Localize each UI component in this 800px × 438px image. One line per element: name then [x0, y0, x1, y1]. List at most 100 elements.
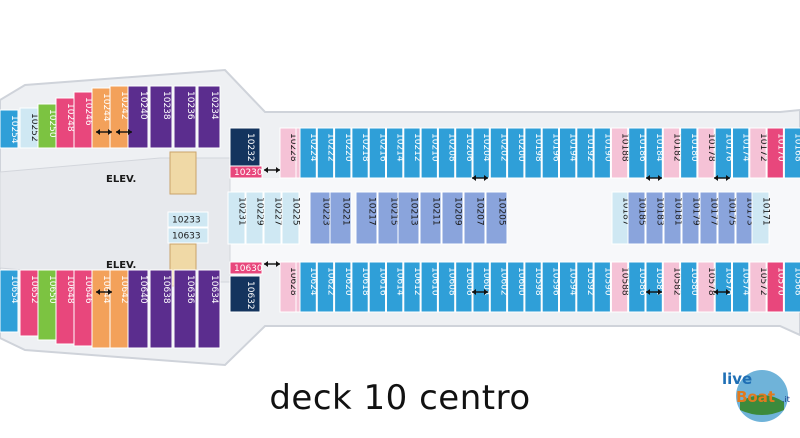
cabin-10218[interactable]: 10218	[351, 127, 370, 179]
cabin-10207[interactable]: 10207	[463, 191, 486, 245]
cabin-10648[interactable]: 10648	[55, 269, 75, 345]
cabin-10179[interactable]: 10179	[681, 191, 701, 245]
cabin-10644[interactable]: 10644	[91, 269, 111, 349]
cabin-10576[interactable]: 10576	[714, 261, 733, 313]
cabin-10174[interactable]: 10174	[732, 127, 751, 179]
cabin-10572[interactable]: 10572	[749, 261, 768, 313]
cabin-10604[interactable]: 10604	[472, 261, 491, 313]
cabin-10584[interactable]: 10584	[645, 261, 664, 313]
cabin-10642[interactable]: 10642	[109, 269, 129, 349]
cabin-10204[interactable]: 10204	[472, 127, 491, 179]
cabin-10215[interactable]: 10215	[377, 191, 400, 245]
cabin-10652[interactable]: 10652	[19, 269, 39, 337]
cabin-10211[interactable]: 10211	[419, 191, 442, 245]
cabin-10220[interactable]: 10220	[334, 127, 353, 179]
cabin-10222[interactable]: 10222	[316, 127, 335, 179]
cabin-10600[interactable]: 10600	[507, 261, 526, 313]
cabin-10210[interactable]: 10210	[420, 127, 439, 179]
cabin-10582[interactable]: 10582	[662, 261, 681, 313]
cabin-10216[interactable]: 10216	[368, 127, 387, 179]
cabin-10630[interactable]: 10630	[229, 261, 263, 275]
cabin-10231[interactable]: 10231	[227, 191, 247, 245]
cabin-10227[interactable]: 10227	[263, 191, 283, 245]
cabin-10650[interactable]: 10650	[37, 269, 57, 341]
cabin-10205[interactable]: 10205	[485, 191, 508, 245]
cabin-10228[interactable]: 10228	[279, 127, 298, 179]
cabin-10185[interactable]: 10185	[627, 191, 647, 245]
cabin-10175[interactable]: 10175	[717, 191, 737, 245]
cabin-10246[interactable]: 10246	[73, 91, 93, 149]
cabin-10171[interactable]: 10171	[751, 191, 771, 245]
cabin-10208[interactable]: 10208	[437, 127, 457, 179]
cabin-10242[interactable]: 10242	[109, 85, 129, 149]
cabin-10212[interactable]: 10212	[403, 127, 422, 179]
cabin-10214[interactable]: 10214	[386, 127, 405, 179]
cabin-10598[interactable]: 10598	[524, 261, 543, 313]
cabin-10590[interactable]: 10590	[593, 261, 612, 313]
cabin-10221[interactable]: 10221	[329, 191, 352, 245]
cabin-10234[interactable]: 10234	[197, 85, 221, 149]
cabin-10614[interactable]: 10614	[386, 261, 405, 313]
cabin-10186[interactable]: 10186	[628, 127, 647, 179]
cabin-10574[interactable]: 10574	[732, 261, 751, 313]
cabin-10250[interactable]: 10250	[37, 103, 57, 149]
cabin-10620[interactable]: 10620	[334, 261, 353, 313]
cabin-10240[interactable]: 10240	[127, 85, 149, 149]
cabin-10636[interactable]: 10636	[173, 269, 197, 349]
cabin-10578[interactable]: 10578	[697, 261, 716, 313]
cabin-10244[interactable]: 10244	[91, 87, 111, 149]
cabin-10182[interactable]: 10182	[662, 127, 681, 179]
cabin-10177[interactable]: 10177	[699, 191, 719, 245]
cabin-10606[interactable]: 10606	[455, 261, 474, 313]
cabin-10225[interactable]: 10225	[281, 191, 301, 245]
cabin-10610[interactable]: 10610	[420, 261, 439, 313]
cabin-10170[interactable]: 10170	[766, 127, 785, 179]
cabin-10183[interactable]: 10183	[645, 191, 665, 245]
cabin-10254[interactable]: 10254	[0, 109, 19, 149]
cabin-10628[interactable]: 10628	[279, 261, 298, 313]
cabin-10188[interactable]: 10188	[610, 127, 630, 179]
cabin-10181[interactable]: 10181	[663, 191, 683, 245]
cabin-10633[interactable]: 10633	[167, 227, 209, 244]
cabin-10596[interactable]: 10596	[541, 261, 560, 313]
cabin-10236[interactable]: 10236	[173, 85, 197, 149]
cabin-10248[interactable]: 10248	[55, 97, 75, 149]
cabin-10624[interactable]: 10624	[299, 261, 318, 313]
cabin-10594[interactable]: 10594	[559, 261, 578, 313]
cabin-10184[interactable]: 10184	[645, 127, 664, 179]
cabin-10252[interactable]: 10252	[19, 107, 39, 149]
cabin-10196[interactable]: 10196	[541, 127, 560, 179]
cabin-10570[interactable]: 10570	[766, 261, 785, 313]
cabin-10176[interactable]: 10176	[714, 127, 733, 179]
cabin-10638[interactable]: 10638	[149, 269, 173, 349]
cabin-10206[interactable]: 10206	[455, 127, 474, 179]
cabin-10616[interactable]: 10616	[368, 261, 387, 313]
cabin-10173[interactable]: 10173	[735, 191, 755, 245]
cabin-10172[interactable]: 10172	[749, 127, 768, 179]
cabin-10178[interactable]: 10178	[697, 127, 716, 179]
cabin-10233[interactable]: 10233	[167, 211, 209, 228]
cabin-10632[interactable]: 10632	[229, 275, 261, 313]
cabin-10612[interactable]: 10612	[403, 261, 422, 313]
cabin-10168[interactable]: 10168	[783, 127, 800, 179]
cabin-10213[interactable]: 10213	[397, 191, 420, 245]
cabin-10640[interactable]: 10640	[127, 269, 149, 349]
cabin-10580[interactable]: 10580	[680, 261, 699, 313]
cabin-10602[interactable]: 10602	[489, 261, 508, 313]
cabin-10588[interactable]: 10588	[610, 261, 630, 313]
cabin-10209[interactable]: 10209	[441, 191, 464, 245]
cabin-10646[interactable]: 10646	[73, 269, 93, 347]
cabin-10224[interactable]: 10224	[299, 127, 318, 179]
cabin-10192[interactable]: 10192	[576, 127, 595, 179]
cabin-10622[interactable]: 10622	[316, 261, 335, 313]
cabin-10618[interactable]: 10618	[351, 261, 370, 313]
cabin-10180[interactable]: 10180	[680, 127, 699, 179]
cabin-10198[interactable]: 10198	[524, 127, 543, 179]
cabin-10230[interactable]: 10230	[229, 165, 263, 179]
cabin-10654[interactable]: 10654	[0, 269, 19, 333]
cabin-10586[interactable]: 10586	[628, 261, 647, 313]
cabin-10217[interactable]: 10217	[355, 191, 378, 245]
cabin-10190[interactable]: 10190	[593, 127, 612, 179]
cabin-10238[interactable]: 10238	[149, 85, 173, 149]
cabin-10194[interactable]: 10194	[559, 127, 578, 179]
